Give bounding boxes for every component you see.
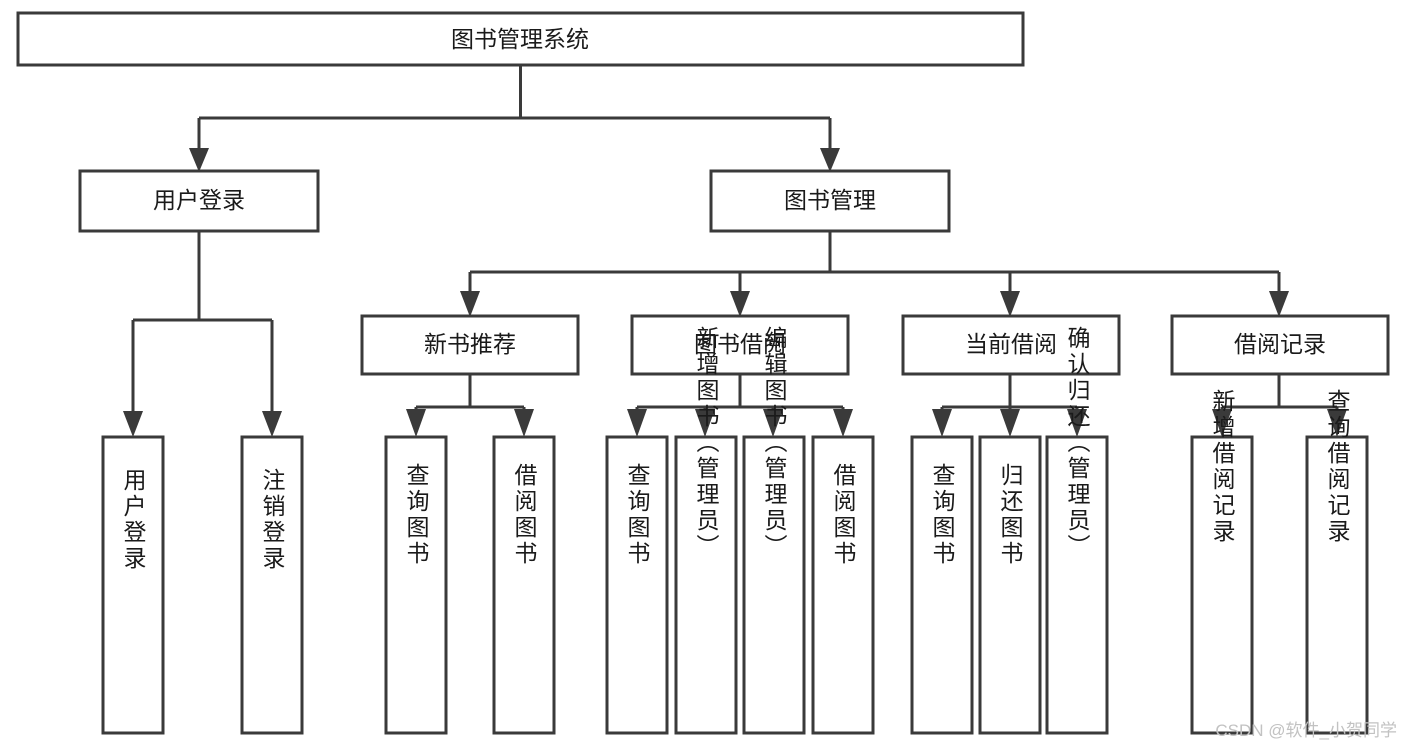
connector-group-book-borrow <box>627 375 853 437</box>
node-leaf-add-record[interactable]: 新增借阅记录 <box>1190 389 1254 735</box>
connector-group-book-manage <box>460 232 1289 317</box>
node-leaf-user-login-label: 用户登录 <box>120 468 147 572</box>
node-leaf-query-record[interactable]: 查询借阅记录 <box>1305 389 1369 735</box>
node-book-manage[interactable]: 图书管理 <box>709 169 951 233</box>
node-current-borrow-label: 当前借阅 <box>965 331 1057 357</box>
node-leaf-borrow-book-1[interactable]: 借阅图书 <box>492 435 556 735</box>
node-leaf-query-book-1-box[interactable] <box>384 435 448 735</box>
node-leaf-borrow-book-2[interactable]: 借阅图书 <box>811 435 875 735</box>
node-leaf-add-book[interactable]: 新增图书（管理员） <box>674 326 738 735</box>
node-current-borrow-box[interactable] <box>901 314 1121 376</box>
node-leaf-user-login[interactable]: 用户登录 <box>101 435 165 735</box>
connector-group-new-book-rec <box>406 375 534 437</box>
connector-group-root <box>189 65 840 172</box>
arrow-head-leaf-edit-book <box>763 409 783 437</box>
node-leaf-return-book-label: 归还图书 <box>997 463 1024 567</box>
node-leaf-edit-book-label: 编辑图书（管理员） <box>761 326 788 560</box>
node-borrow-record-label: 借阅记录 <box>1234 331 1326 357</box>
arrow-head-leaf-user-login <box>123 411 143 437</box>
node-book-borrow[interactable]: 图书借阅 <box>630 314 850 376</box>
arrow-head-leaf-borrow-book-2 <box>833 409 853 437</box>
node-leaf-confirm-return-label: 确认归还（管理员） <box>1064 326 1091 560</box>
node-leaf-add-record-box[interactable] <box>1190 435 1254 735</box>
node-leaf-query-record-label: 查询借阅记录 <box>1324 389 1351 545</box>
node-book-borrow-box[interactable] <box>630 314 850 376</box>
node-current-borrow[interactable]: 当前借阅 <box>901 314 1121 376</box>
node-root-label: 图书管理系统 <box>451 26 589 52</box>
node-borrow-record[interactable]: 借阅记录 <box>1170 314 1390 376</box>
arrow-head-leaf-query-record <box>1327 409 1347 437</box>
node-leaf-user-login-box[interactable] <box>101 435 165 735</box>
node-leaf-return-book[interactable]: 归还图书 <box>978 435 1042 735</box>
node-leaf-query-book-1-label: 查询图书 <box>403 463 430 567</box>
node-leaf-query-book-3-label: 查询图书 <box>929 463 956 567</box>
node-user-login-label: 用户登录 <box>153 187 245 213</box>
node-new-book-rec-box[interactable] <box>360 314 580 376</box>
node-leaf-user-logout[interactable]: 注销登录 <box>240 435 304 735</box>
node-leaf-add-book-box[interactable] <box>674 435 738 735</box>
node-book-manage-label: 图书管理 <box>784 187 876 213</box>
node-user-login-box[interactable] <box>78 169 320 233</box>
node-book-borrow-label: 图书借阅 <box>694 331 786 357</box>
arrow-head-leaf-add-record <box>1212 409 1232 437</box>
node-new-book-rec-label: 新书推荐 <box>424 331 516 357</box>
arrow-head-book-borrow <box>730 291 750 317</box>
arrow-head-leaf-user-logout <box>262 411 282 437</box>
node-leaf-borrow-book-1-box[interactable] <box>492 435 556 735</box>
connector-group-borrow-record <box>1212 375 1347 437</box>
node-book-manage-box[interactable] <box>709 169 951 233</box>
node-leaf-query-book-3[interactable]: 查询图书 <box>910 435 974 735</box>
arrow-head-new-book-rec <box>460 291 480 317</box>
node-leaf-confirm-return[interactable]: 确认归还（管理员） <box>1045 326 1109 735</box>
node-leaf-borrow-book-2-label: 借阅图书 <box>830 463 857 567</box>
node-leaf-borrow-book-1-label: 借阅图书 <box>511 463 538 567</box>
arrow-head-leaf-borrow-book-1 <box>514 409 534 437</box>
node-leaf-query-book-2[interactable]: 查询图书 <box>605 435 669 735</box>
arrow-head-user-login <box>189 148 209 172</box>
arrow-head-leaf-query-book-3 <box>932 409 952 437</box>
arrow-head-leaf-add-book <box>695 409 715 437</box>
arrow-head-leaf-query-book-2 <box>627 409 647 437</box>
arrow-head-book-manage <box>820 148 840 172</box>
node-leaf-edit-book[interactable]: 编辑图书（管理员） <box>742 326 806 735</box>
node-leaf-query-record-box[interactable] <box>1305 435 1369 735</box>
connector-group-user-login <box>123 232 282 437</box>
arrow-head-leaf-return-book <box>1000 409 1020 437</box>
node-borrow-record-box[interactable] <box>1170 314 1390 376</box>
node-leaf-query-book-2-box[interactable] <box>605 435 669 735</box>
node-leaf-edit-book-box[interactable] <box>742 435 806 735</box>
node-leaf-user-logout-box[interactable] <box>240 435 304 735</box>
arrow-head-leaf-query-book-1 <box>406 409 426 437</box>
node-leaf-add-book-label: 新增图书（管理员） <box>693 326 720 560</box>
node-new-book-rec[interactable]: 新书推荐 <box>360 314 580 376</box>
arrow-head-borrow-record <box>1269 291 1289 317</box>
node-leaf-query-book-2-label: 查询图书 <box>624 463 651 567</box>
node-root-box[interactable] <box>16 11 1025 67</box>
node-root[interactable]: 图书管理系统 <box>16 11 1025 67</box>
node-leaf-add-record-label: 新增借阅记录 <box>1209 389 1236 545</box>
arrow-head-current-borrow <box>1000 291 1020 317</box>
node-leaf-query-book-3-box[interactable] <box>910 435 974 735</box>
arrow-head-leaf-confirm-return <box>1067 409 1087 437</box>
node-leaf-query-book-1[interactable]: 查询图书 <box>384 435 448 735</box>
node-leaf-confirm-return-box[interactable] <box>1045 435 1109 735</box>
node-leaf-return-book-box[interactable] <box>978 435 1042 735</box>
connector-group-current-borrow <box>932 375 1087 437</box>
node-leaf-user-logout-label: 注销登录 <box>259 468 286 572</box>
node-leaf-borrow-book-2-box[interactable] <box>811 435 875 735</box>
node-user-login[interactable]: 用户登录 <box>78 169 320 233</box>
